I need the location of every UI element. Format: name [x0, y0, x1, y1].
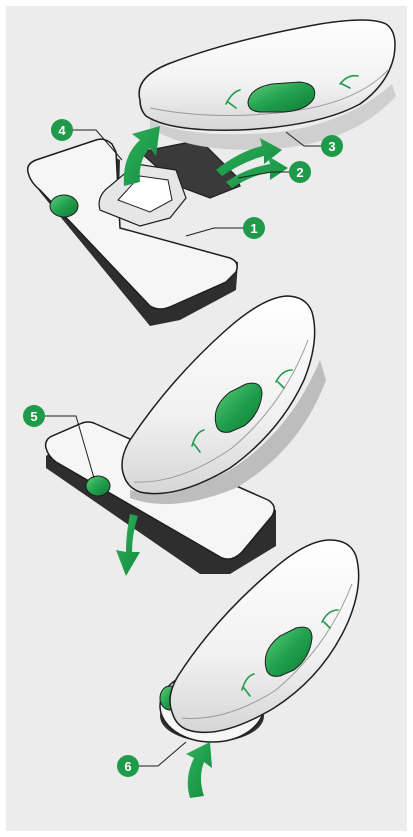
- callout-4: 4: [51, 119, 73, 141]
- callout-5-label: 5: [30, 409, 37, 424]
- callout-1: 1: [243, 217, 265, 239]
- callout-3-label: 3: [328, 139, 335, 154]
- callout-6-label: 6: [124, 759, 131, 774]
- callout-2-label: 2: [296, 165, 303, 180]
- step-top-assembly: [28, 20, 396, 326]
- callout-2: 2: [289, 161, 311, 183]
- leader-1: [186, 228, 246, 236]
- base-green-button: [50, 195, 78, 217]
- callout-1-label: 1: [250, 221, 257, 236]
- callout-6: 6: [117, 755, 139, 777]
- middle-green-button: [86, 476, 110, 496]
- step-middle-assembly: [46, 296, 326, 576]
- arrow-rotate-icon: [186, 742, 212, 798]
- callout-4-label: 4: [58, 123, 66, 138]
- callout-5: 5: [23, 405, 45, 427]
- leader-6: [138, 742, 186, 766]
- callout-3: 3: [321, 135, 343, 157]
- step-bottom-assembly: [160, 540, 359, 798]
